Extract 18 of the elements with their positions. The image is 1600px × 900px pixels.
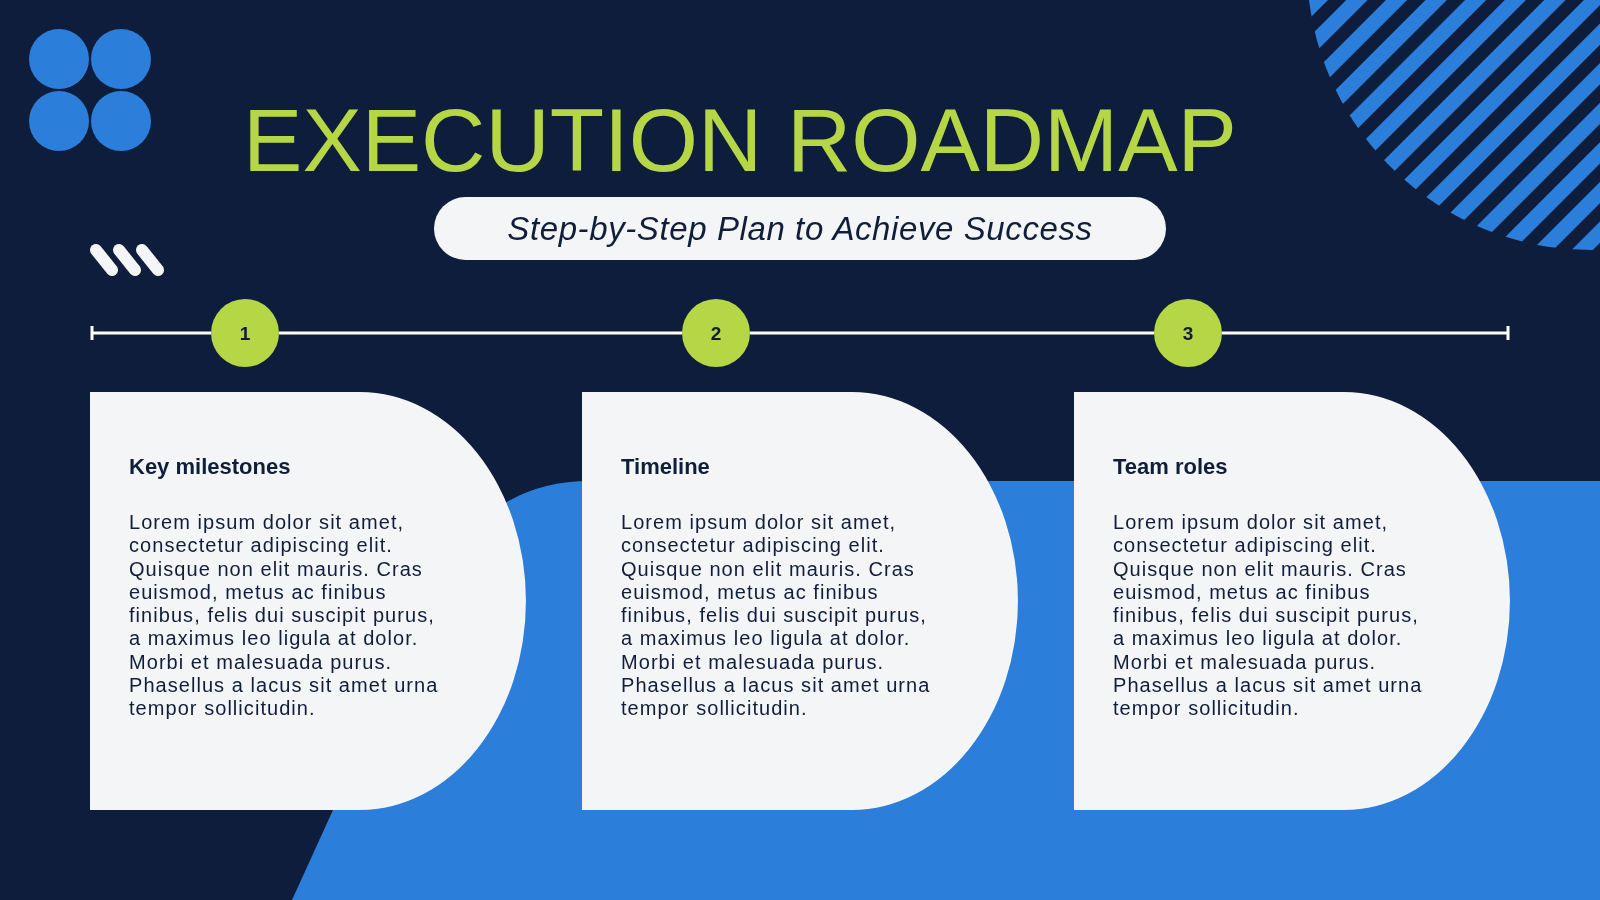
timeline-line	[1222, 326, 1510, 340]
title: EXECUTION ROADMAP	[243, 96, 1237, 185]
rounded-card	[90, 392, 526, 810]
card-body-text: Lorem ipsum dolor sit amet, consectetur adipiscing elit. Quisque non elit mauris. Cras euismod, metus ac finibus finibus, felis dui suscipit purus, a maximus leo ligula at dolor. Morbi et malesuada purus. Phasellus a lacus sit amet urna tempor sollicitudin.	[621, 511, 932, 721]
card-body-text: Lorem ipsum dolor sit amet, consectetur adipiscing elit. Quisque non elit mauris. Cras euismod, metus ac finibus finibus, felis dui suscipit purus, a maximus leo ligula at dolor. Morbi et malesuada purus. Phasellus a lacus sit amet urna tempor sollicitudin.	[1113, 511, 1424, 721]
step-number: 2	[710, 323, 722, 343]
timeline-line	[90, 326, 211, 340]
timeline-line	[750, 331, 1154, 335]
card-body-text: Lorem ipsum dolor sit amet, consectetur adipiscing elit. Quisque non elit mauris. Cras euismod, metus ac finibus finibus, felis dui suscipit purus, a maximus leo ligula at dolor. Morbi et malesuada purus. Phasellus a lacus sit amet urna tempor sollicitudin.	[129, 511, 440, 721]
card-heading: Timeline	[621, 454, 710, 480]
step-number: 3	[1182, 323, 1194, 343]
rounded-card	[1074, 392, 1510, 810]
card-heading: Key milestones	[129, 454, 291, 480]
card-heading: Team roles	[1113, 454, 1228, 480]
subtitle-text: Step-by-Step Plan to Achieve Success	[507, 209, 1093, 248]
step-number: 1	[239, 323, 251, 343]
timeline-line	[279, 331, 682, 335]
rounded-card	[582, 392, 1018, 810]
